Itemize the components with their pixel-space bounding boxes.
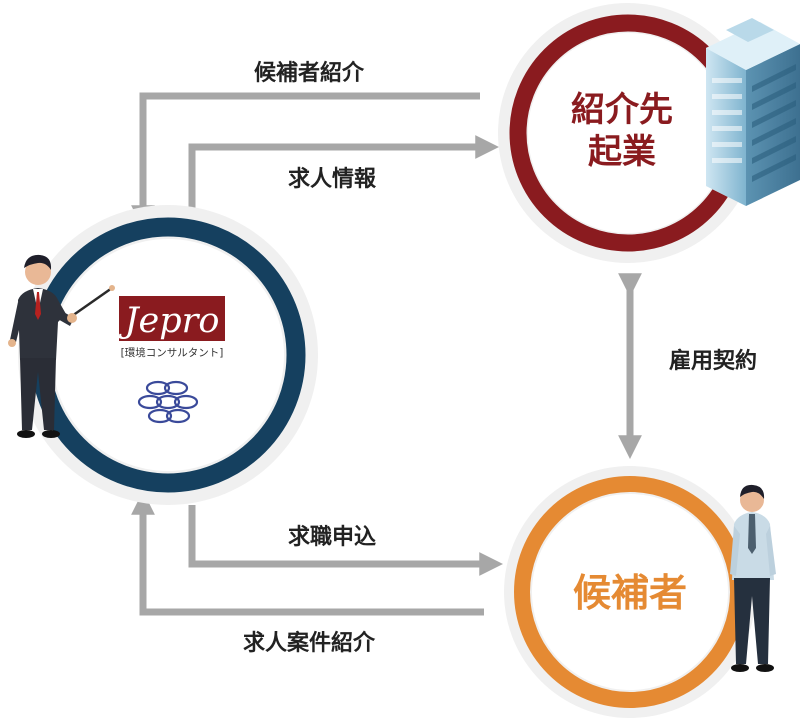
candidate-node: 候補者 — [504, 466, 756, 718]
label-job-introduction: 求人案件紹介 — [243, 630, 376, 656]
company-label-line1: 紹介先 — [571, 90, 673, 130]
logo-swirl-icon — [137, 380, 199, 424]
arrow-job-application — [188, 505, 504, 576]
company-node: 紹介先 起業 — [498, 3, 758, 263]
presenter-man-icon — [8, 254, 115, 438]
arrow-job-info — [188, 135, 500, 208]
label-job-info: 求人情報 — [288, 166, 377, 192]
office-building-icon — [706, 18, 800, 206]
label-employment-contract: 雇用契約 — [669, 348, 757, 374]
candidate-label: 候補者 — [573, 571, 687, 615]
standing-man-icon — [730, 484, 776, 672]
label-candidate-intro: 候補者紹介 — [254, 60, 365, 86]
company-label-line2: 起業 — [588, 132, 656, 172]
logo-box — [119, 296, 225, 341]
arrow-job-introduction — [131, 490, 484, 616]
label-job-application: 求職申込 — [288, 524, 376, 550]
logo-subtitle: [環境コンサルタント] — [121, 346, 224, 359]
arrow-candidate-intro — [131, 92, 480, 230]
logo-text: Jepro — [119, 301, 220, 341]
agency-node: Jepro [環境コンサルタント] — [18, 205, 318, 505]
